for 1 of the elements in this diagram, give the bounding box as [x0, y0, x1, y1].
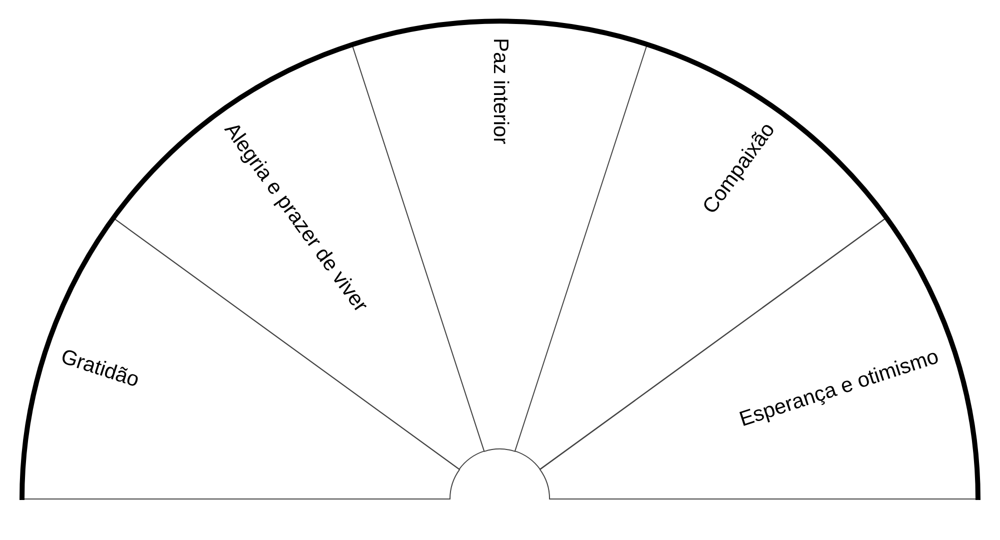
- sector-label: Paz interior: [488, 38, 512, 144]
